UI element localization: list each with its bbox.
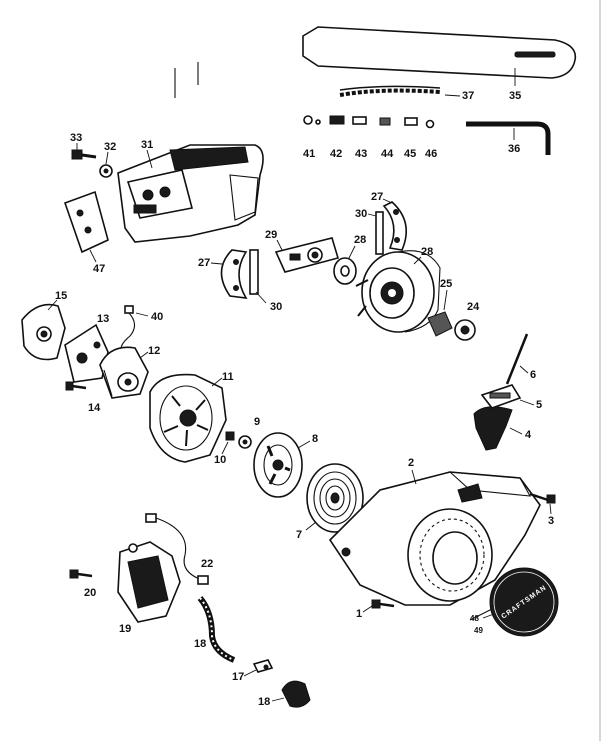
- screw-3: [529, 492, 556, 504]
- starter-pulley-8: [253, 432, 303, 498]
- spring-30-right: [375, 211, 384, 255]
- callout-27-a: 27: [198, 257, 210, 269]
- washer-32: [99, 164, 113, 178]
- callout-19: 19: [119, 623, 131, 635]
- hex-wrench: [466, 121, 551, 155]
- callout-10: 10: [214, 454, 226, 466]
- grip-insert-5: [480, 384, 522, 409]
- callout-20: 20: [84, 587, 96, 599]
- callout-49: 49: [474, 626, 483, 635]
- callout-42: 42: [330, 148, 342, 160]
- callout-5: 5: [536, 399, 542, 411]
- ignition-12: [99, 346, 149, 399]
- conduit-18: [197, 596, 236, 663]
- washer-9: [238, 435, 252, 449]
- screw-20: [69, 569, 93, 579]
- callout-4: 4: [525, 429, 532, 441]
- nut-10: [225, 431, 235, 441]
- callout-6: 6: [530, 369, 536, 381]
- callout-41: 41: [303, 148, 315, 160]
- callout-9: 9: [254, 416, 260, 428]
- callout-47: 47: [93, 263, 105, 275]
- bearing-25: [427, 311, 453, 337]
- callout-37: 37: [462, 90, 474, 102]
- callout-36: 36: [508, 143, 520, 155]
- callout-43: 43: [355, 148, 367, 160]
- callout-32: 32: [104, 141, 116, 153]
- chain-links: [303, 115, 435, 129]
- bracket-13: [64, 323, 109, 383]
- screw-14: [65, 381, 87, 391]
- callout-28-a: 28: [354, 234, 366, 246]
- plate-47: [63, 190, 109, 254]
- callout-18-a: 18: [194, 638, 206, 650]
- callout-40: 40: [151, 311, 163, 323]
- callout-13: 13: [97, 313, 109, 325]
- callout-31: 31: [141, 139, 153, 151]
- terminal-17: [252, 659, 274, 673]
- callout-30-a: 30: [270, 301, 282, 313]
- pawl-27-right: [382, 201, 408, 251]
- guide-bar: [302, 26, 577, 86]
- wire-22: [145, 513, 209, 585]
- washer-24: [454, 319, 476, 341]
- callout-7: 7: [296, 529, 302, 541]
- callout-3: 3: [548, 515, 554, 527]
- callout-17: 17: [232, 671, 244, 683]
- callout-11: 11: [222, 371, 234, 383]
- callout-1: 1: [356, 608, 362, 620]
- callout-18-b: 18: [258, 696, 270, 708]
- callout-29: 29: [265, 229, 277, 241]
- callout-35: 35: [509, 90, 521, 102]
- callout-25: 25: [440, 278, 452, 290]
- clutch-hub-29: [274, 237, 340, 273]
- callout-24: 24: [467, 301, 480, 313]
- spark-boot-18: [281, 680, 311, 708]
- chain-cover: [117, 144, 264, 243]
- callout-22: 22: [201, 558, 213, 570]
- saw-chain: [339, 85, 461, 97]
- callout-44: 44: [381, 148, 394, 160]
- callout-46: 46: [425, 148, 437, 160]
- decal-48-49: CRAFTSMAN: [489, 567, 559, 637]
- callout-33: 33: [70, 132, 82, 144]
- callout-48: 48: [470, 614, 479, 623]
- clutch-drum-28: [355, 250, 441, 333]
- rewind-spring-7: [306, 463, 364, 533]
- callout-45: 45: [404, 148, 416, 160]
- backplate-15: [21, 303, 66, 361]
- spring-30-left: [249, 249, 259, 295]
- flywheel-11: [149, 373, 227, 463]
- callout-2: 2: [408, 457, 414, 469]
- starter-housing-2: [328, 471, 541, 621]
- module-19: [117, 541, 181, 623]
- callout-28-b: 28: [421, 246, 433, 258]
- screw-33: [71, 149, 97, 160]
- pawl-27-left: [220, 249, 248, 299]
- callout-8: 8: [312, 433, 318, 445]
- callout-14: 14: [88, 402, 101, 414]
- lead-wire-40: [120, 305, 136, 353]
- callout-27-b: 27: [371, 191, 383, 203]
- callout-12: 12: [148, 345, 160, 357]
- washer-28: [333, 257, 357, 285]
- callout-30-b: 30: [355, 208, 367, 220]
- screw-1: [371, 599, 395, 609]
- starter-cord-6: [505, 333, 529, 385]
- callout-15: 15: [55, 290, 67, 302]
- starter-handle-4: [473, 406, 513, 451]
